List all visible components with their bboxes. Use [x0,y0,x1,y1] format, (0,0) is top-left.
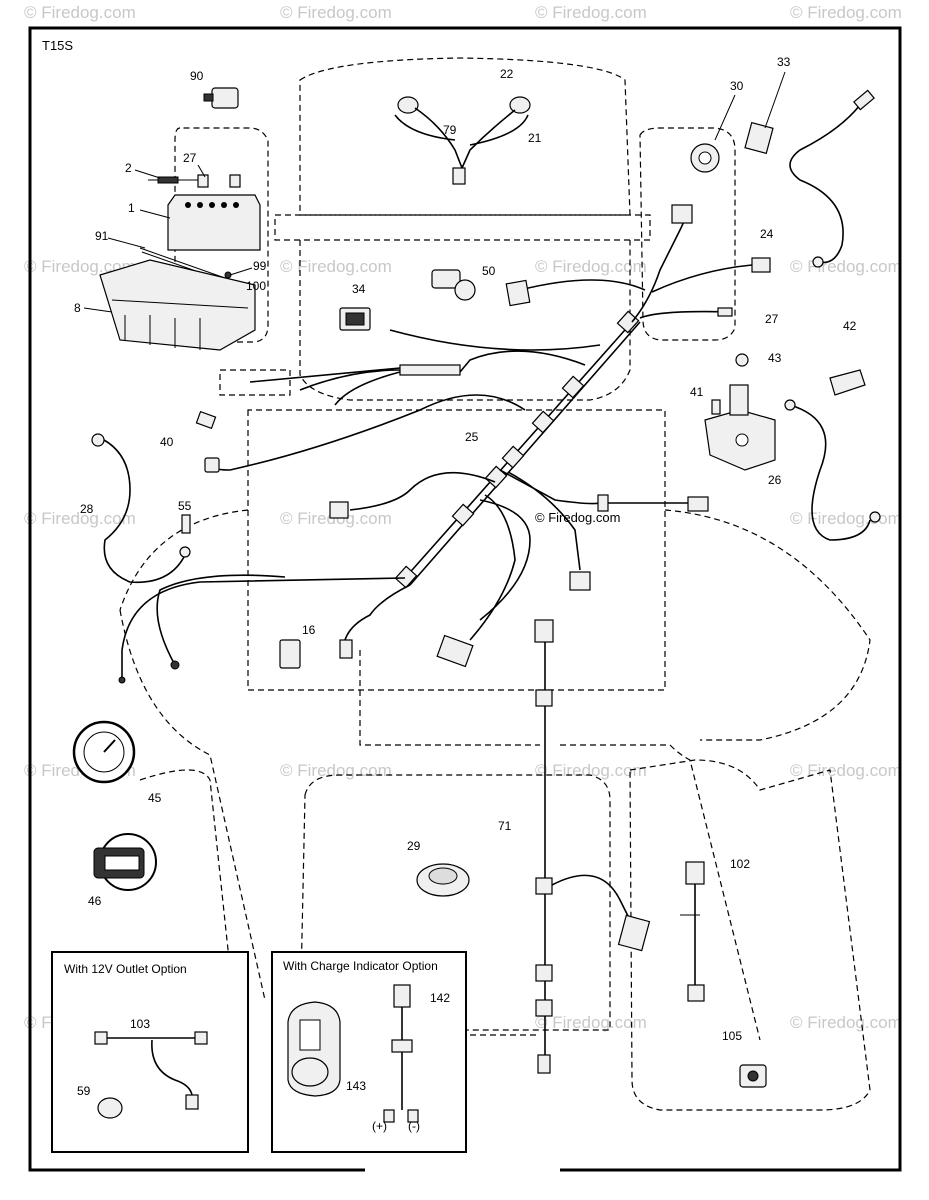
callout-label: 102 [730,857,750,871]
watermark: © Firedog.com [790,3,902,22]
callout-label: 99 [253,259,267,273]
main-harness [118,204,771,684]
callout-label: 30 [730,79,744,93]
watermark: © Firedog.com [790,761,902,780]
callout-label: 29 [407,839,421,853]
watermark: © Firedog.com [535,761,647,780]
dashed-outlines [119,57,871,1111]
center-watermark: © Firedog.com [535,510,620,525]
callout-label: 105 [722,1029,742,1043]
watermark: © Firedog.com [535,3,647,22]
part-50-switch [431,269,476,301]
part-24-cable [789,89,875,268]
callout-label: 27 [183,151,197,165]
callout-label: 22 [500,67,514,81]
outlet-option-box: With 12V Outlet Option [51,951,249,1153]
callout-label: 42 [843,319,857,333]
watermark: © Firedog.com [535,1013,647,1032]
callout-label: 46 [88,894,102,908]
callout-label: 33 [777,55,791,69]
watermark: © Firedog.com [24,3,136,22]
callout-label: 25 [465,430,479,444]
part-45-gauge [72,720,136,784]
callout-label: 55 [178,499,192,513]
callout-label: 34 [352,282,366,296]
callout-label: 27 [765,312,779,326]
callout-label: 59 [77,1084,91,1098]
solenoid [704,353,881,541]
battery-assembly [99,174,261,351]
part-105-terminal [739,1064,767,1088]
part-102-harness [680,861,705,1002]
callout-label: 16 [302,623,316,637]
callout-label: 28 [80,502,94,516]
leader-lines [83,164,253,313]
callout-label: 41 [690,385,704,399]
callout-label: 143 [346,1079,366,1093]
callout-label: 79 [443,123,457,137]
diagram-code: T15S [42,38,73,53]
watermark: © Firedog.com [790,1013,902,1032]
outlet-option-title: With 12V Outlet Option [64,962,187,976]
outer-frame [28,26,902,1172]
watermark: © Firedog.com [790,509,902,528]
callout-label: 40 [160,435,174,449]
watermark: © Firedog.com [280,3,392,22]
charge-option-title: With Charge Indicator Option [283,959,438,973]
callout-label: 103 [130,1017,150,1031]
part-29-grommet [416,863,470,897]
polarity-minus: (-) [408,1119,420,1133]
callout-label: 21 [528,131,542,145]
part-26-fuse [195,410,217,430]
part-46-hourmeter [93,833,157,891]
callout-label: 50 [482,264,496,278]
callout-label: 8 [74,301,81,315]
part-16-relay [279,639,301,669]
watermark: © Firedog.com [790,257,902,276]
watermark: © Firedog.com [280,257,392,276]
callout-label: 2 [125,161,132,175]
callout-label: 90 [190,69,204,83]
watermark: © Firedog.com [24,257,136,276]
watermark: © Firedog.com [24,509,136,528]
watermark: © Firedog.com [535,257,647,276]
callout-label: 100 [246,279,266,293]
callout-label: 71 [498,819,512,833]
callout-label: 45 [148,791,162,805]
callout-label: 24 [760,227,774,241]
polarity-plus: (+) [372,1119,387,1133]
charge-option-box: With Charge Indicator Option (+) (-) [271,951,467,1153]
part-28-cable [91,433,191,584]
headlight-harness [394,96,531,185]
callout-label: 142 [430,991,450,1005]
callout-label: 26 [768,473,782,487]
ignition-switch [690,121,774,173]
part-90-connector [203,87,239,109]
callout-label: 91 [95,229,109,243]
part-34-switch [339,307,371,331]
part-71-harness [534,619,651,1074]
callout-label: 43 [768,351,782,365]
watermark: © Firedog.com [280,761,392,780]
callout-label: 1 [128,201,135,215]
